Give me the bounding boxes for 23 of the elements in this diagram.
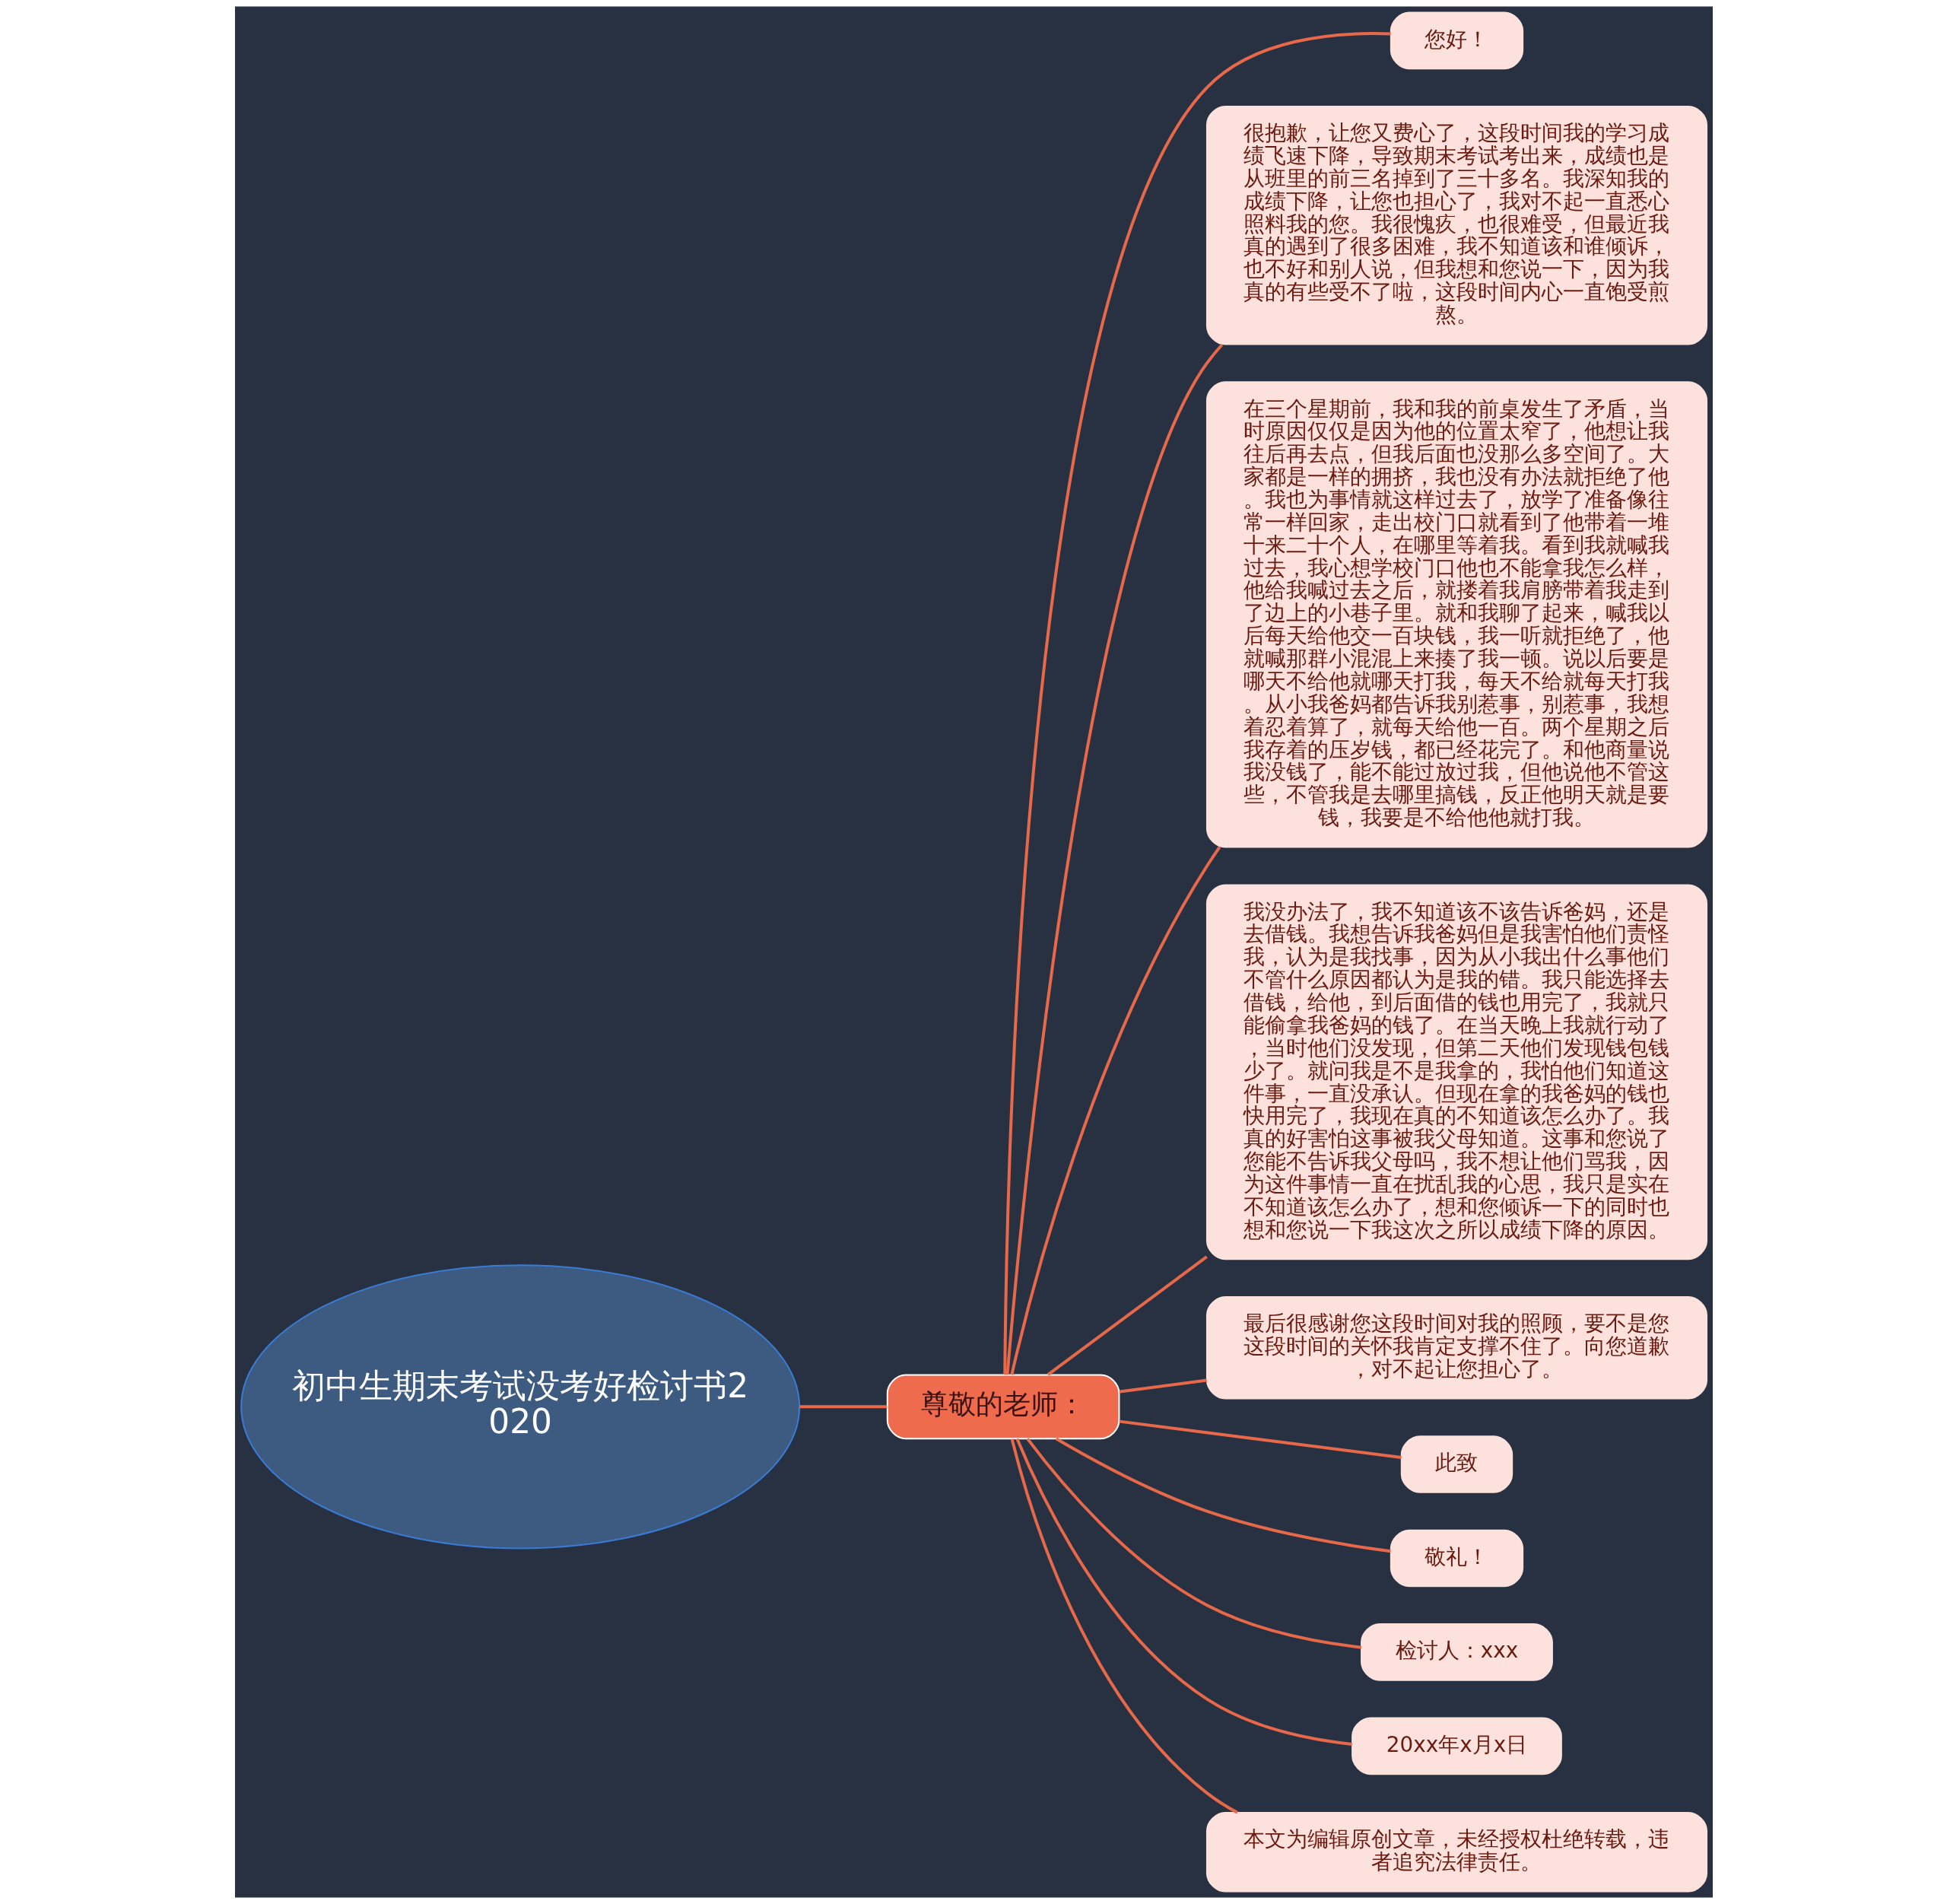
connector	[1025, 1438, 1361, 1649]
node-box: 检讨人：xxx	[1360, 1623, 1553, 1681]
node-box: 此致	[1400, 1435, 1513, 1493]
node-ellipse: 初中生期末考试没考好检讨书2020	[240, 1264, 800, 1550]
connector	[1005, 343, 1223, 1375]
connector	[1055, 1437, 1391, 1553]
node-box: 在三个星期前，我和我的前桌发生了矛盾，当时原因仅仅是因为他的位置太窄了，他想让我往后再去点，但我后面也没那么多空间了。大家都是一样的拥挤，我也没有办法就拒绝了他。我也为事情就这样过去了，放学了准备像往常一样回家，走出校门口就看到了他带着一堆十来二十个人，在哪里等着我。看到我就喊我过去，我心想学校门口他也不能拿我怎么样，他给我喊过去之后，就搂着我肩膀带着我走到了边上的小巷子里。就和我聊了起来，喊我以后每天给他交一百块钱，我一听就拒绝了，他就喊那群小混混上来揍了我一顿。说以后要是哪天不给他就哪天打我，每天不给就每天打我。从小我爸妈都告诉我别惹事，别惹事，我想着忍着算了，就每天给他一百。两个星期之后我存着的压岁钱，都已经花完了。和他商量说我没钱了，能不能过放过我，但他说他不管这些，不管我是去哪里搞钱，反正他明天就是要钱，我要是不给他他就打我。	[1205, 381, 1707, 848]
connector	[1009, 846, 1221, 1375]
node-box: 您好！	[1390, 11, 1523, 70]
node-box: 我没办法了，我不知道该不该告诉爸妈，还是去借钱。我想告诉我爸妈但是我害怕他们责怪我，认为是我找事，因为从小我出什么事他们不管什么原因都认为是我的错。我只能选择去借钱，给他，到后面借的钱也用完了，我就只能偷拿我爸妈的钱了。在当天晚上我就行动了，当时他们没发现，但第二天他们发现钱包钱少了。就问我是不是我拿的，我怕他们知道这件事，一直没承认。但现在拿的我爸妈的钱也快用完了，我现在真的不知道该怎么办了。我真的好害怕这事被我父母知道。这事和您说了您能不告诉我父母吗，我不想让他们骂我，因为这件事情一直在扰乱我的心思，我只是实在不知道该怎么办了，想和您倾诉一下的同时也想和您说一下我这次之所以成绩下降的原因。	[1205, 884, 1707, 1260]
connector	[799, 1405, 887, 1409]
node-box: 尊敬的老师：	[886, 1374, 1120, 1440]
connector	[1015, 1438, 1352, 1746]
connector	[1010, 1438, 1238, 1814]
node-box: 最后很感谢您这段时间对我的照顾，要不是您这段时间的关怀我肯定支撑不住了。向您道歉，对不起让您担心了。	[1205, 1296, 1707, 1400]
connector	[1047, 1255, 1208, 1376]
connector	[1119, 1419, 1402, 1459]
connector	[1002, 32, 1391, 1375]
connector	[1119, 1378, 1207, 1394]
node-box: 敬礼！	[1390, 1529, 1523, 1588]
node-box: 很抱歉，让您又费心了，这段时间我的学习成绩飞速下降，导致期末考试考出来，成绩也是从班里的前三名掉到了三十多名。我深知我的成绩下降，让您也担心了，我对不起一直悉心照料我的您。我很愧疚，也很难受，但最近我真的遇到了很多困难，我不知道该和谁倾诉，也不好和别人说，但我想和您说一下，因为我真的有些受不了啦，这段时间内心一直饱受煎熬。	[1205, 105, 1707, 345]
node-box: 本文为编辑原创文章，未经授权杜绝转载，违者追究法律责任。	[1205, 1812, 1707, 1893]
node-box: 20xx年x月x日	[1351, 1717, 1562, 1775]
